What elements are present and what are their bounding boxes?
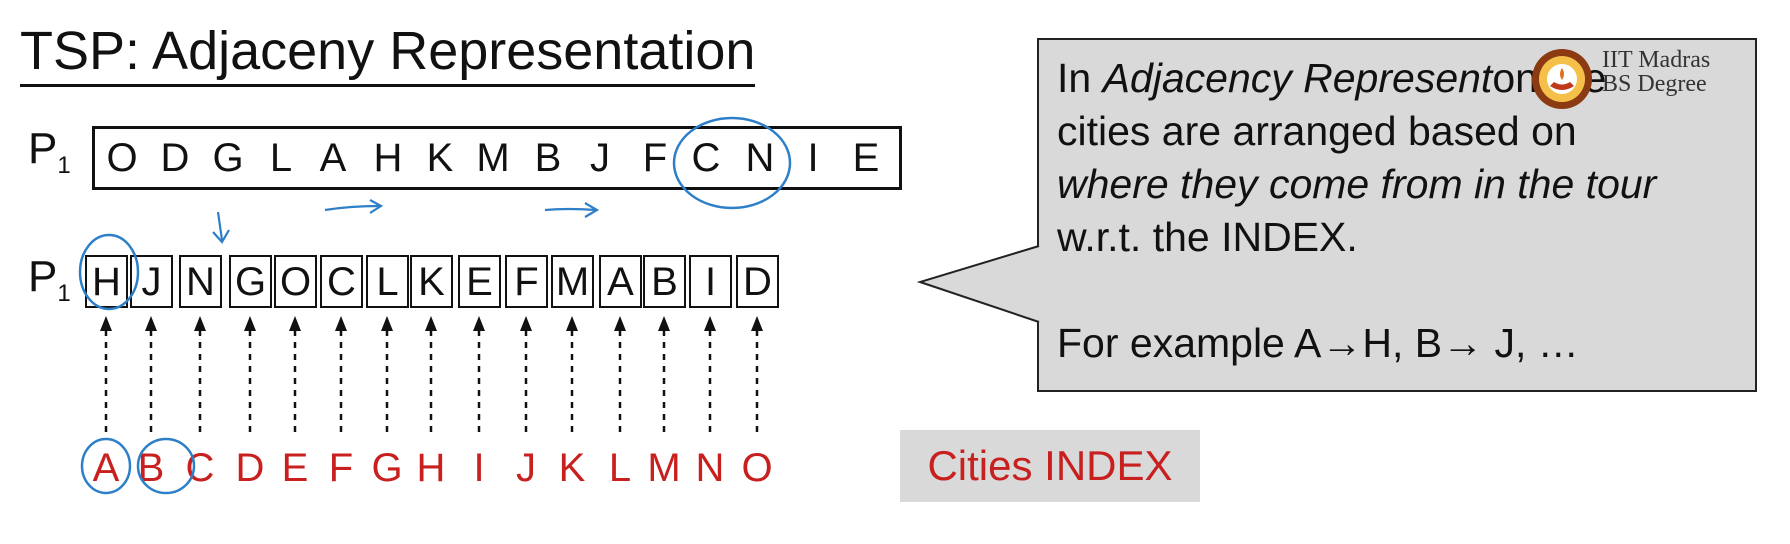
arrowhead-icon-14 [704, 316, 716, 331]
slide-title: TSP: Adjaceny Representation [20, 18, 756, 87]
arrowhead-icon-4 [244, 316, 256, 331]
down-arrow-annotation [216, 211, 224, 241]
callout-tail-fill [920, 246, 1039, 322]
adjacency-cell-10: F [505, 255, 548, 308]
adjacency-cell-8: K [410, 255, 453, 308]
iit-madras-emblem-icon [1532, 49, 1592, 109]
arrowhead-icon-2 [145, 316, 157, 331]
callout-line-1-prefix: In [1057, 55, 1103, 101]
tour-city-l: L [269, 136, 293, 180]
index-city-j: J [516, 446, 536, 490]
right-arrowhead-icon-1 [369, 199, 384, 214]
index-city-g: G [371, 446, 403, 490]
index-city-m: M [647, 446, 681, 490]
cities-index-label: Cities INDEX [900, 430, 1200, 502]
callout-line-2: cities are arranged based on [1057, 108, 1577, 154]
index-city-d: D [235, 446, 265, 490]
adjacency-row-label-letter: P [28, 252, 58, 301]
arrowhead-icon-13 [658, 316, 670, 331]
a-index-circle-annotation [80, 437, 132, 495]
arrowhead-icon-8 [425, 316, 437, 331]
arrowhead-icon-9 [473, 316, 485, 331]
index-city-e: E [281, 446, 309, 490]
callout-tail-outline [916, 245, 1040, 323]
adjacency-cell-3: N [179, 255, 222, 308]
tour-city-m: M [476, 136, 510, 180]
adjacency-cell-13: B [643, 255, 686, 308]
tour-city-h: H [373, 136, 403, 180]
logo-line-1: IIT Madras [1602, 47, 1711, 73]
adjacency-cell-5: O [274, 255, 317, 308]
tour-city-o: O [106, 136, 138, 180]
adjacency-cell-1: H [85, 255, 128, 308]
arrowhead-icon-12 [614, 316, 626, 331]
tour-city-c: C [691, 136, 721, 180]
arrowhead-icon-3 [194, 316, 206, 331]
iit-madras-logo: IIT Madras BS Degree [1528, 46, 1762, 110]
tour-city-i: I [807, 136, 819, 180]
right-arrow-annotation-1 [324, 204, 381, 212]
index-city-a: A [92, 446, 120, 490]
tour-city-f: F [642, 136, 668, 180]
adjacency-cell-12: A [599, 255, 642, 308]
callout-line-5: For example A→H, B→ J, … [1057, 320, 1579, 366]
down-arrowhead-icon [212, 229, 230, 244]
callout-box: In Adjacency Representon the cities are … [1037, 38, 1757, 392]
right-arrow-annotation-2 [544, 207, 597, 212]
adjacency-cell-11: M [551, 255, 594, 308]
tour-city-k: K [426, 136, 454, 180]
tour-chromosome-box [92, 126, 902, 190]
index-city-i: I [473, 446, 485, 490]
adjacency-cell-14: I [689, 255, 732, 308]
callout-line-3-italic: where they come from in the tour [1057, 161, 1657, 207]
adjacency-cell-7: L [366, 255, 409, 308]
tour-city-n: N [745, 136, 775, 180]
tour-city-j: J [590, 136, 610, 180]
tour-city-e: E [852, 136, 880, 180]
callout-line-3: where they come from in the tour [1057, 158, 1737, 211]
adjacency-row-label-sub: 1 [57, 279, 71, 307]
arrowhead-icon-6 [335, 316, 347, 331]
adjacency-cell-15: D [736, 255, 779, 308]
arrowhead-icon-1 [100, 316, 112, 331]
index-city-l: L [608, 446, 632, 490]
tour-row-label: P1 [28, 124, 71, 191]
index-city-h: H [416, 446, 446, 490]
tour-row-label-letter: P [28, 124, 58, 173]
b-index-circle-annotation [136, 437, 196, 495]
index-city-o: O [741, 446, 773, 490]
adjacency-row-label: P1 [28, 252, 71, 319]
tour-row-label-sub: 1 [57, 151, 71, 179]
logo-line-2: BS Degree [1602, 71, 1707, 97]
tour-city-a: A [319, 136, 347, 180]
h-cell-circle-annotation [78, 233, 140, 311]
callout-line-1-italic: Adjacency Represent [1102, 55, 1493, 101]
tour-city-b: B [534, 136, 562, 180]
adjacency-cell-6: C [320, 255, 363, 308]
index-city-n: N [695, 446, 725, 490]
tour-city-d: D [160, 136, 190, 180]
index-city-k: K [558, 446, 586, 490]
arrowhead-icon-10 [520, 316, 532, 331]
callout-line-4: w.r.t. the INDEX. [1057, 214, 1358, 260]
logo-text: IIT Madras BS Degree [1602, 48, 1710, 96]
arrowhead-icon-15 [751, 316, 763, 331]
arrowhead-icon-5 [289, 316, 301, 331]
adjacency-cell-2: J [130, 255, 173, 308]
arrowhead-icon-7 [381, 316, 393, 331]
index-city-f: F [328, 446, 354, 490]
arrowhead-icon-11 [566, 316, 578, 331]
right-arrowhead-icon-2 [584, 202, 600, 218]
tour-city-g: G [212, 136, 244, 180]
adjacency-cell-9: E [458, 255, 501, 308]
cn-circle-annotation [672, 116, 792, 210]
adjacency-cell-4: G [229, 255, 272, 308]
